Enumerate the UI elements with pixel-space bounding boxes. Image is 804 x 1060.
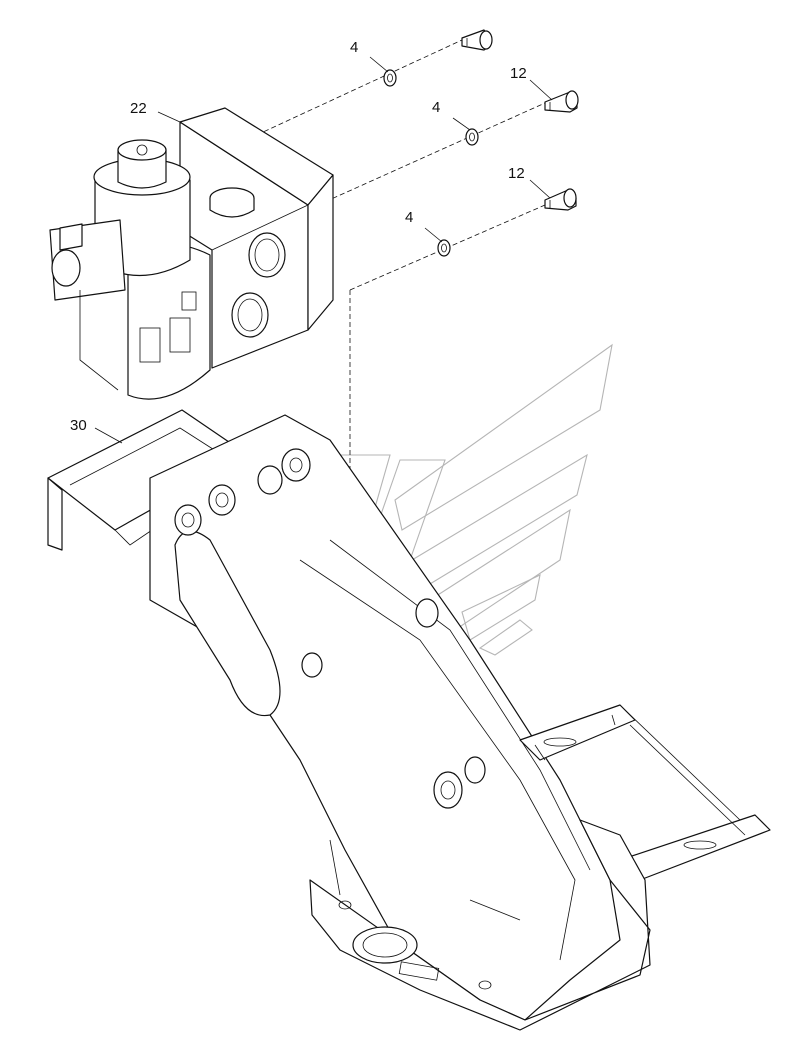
callout-label-12-lower: 12	[508, 165, 525, 182]
callout-leaders	[94, 56, 553, 444]
washer-middle	[465, 128, 479, 146]
washer-lower	[437, 239, 451, 257]
bolt-upper-right	[544, 90, 579, 113]
callout-label-4-lower: 4	[405, 209, 413, 226]
boom-frame	[47, 409, 771, 1031]
callout-labels: 4 12 4 12 4 22 30	[70, 39, 527, 434]
callout-label-4-middle: 4	[432, 99, 440, 116]
bolt-upper-left	[461, 29, 493, 51]
callout-label-12-upper: 12	[510, 65, 527, 82]
callout-label-30: 30	[70, 417, 87, 434]
valve-block	[49, 107, 334, 400]
callout-label-4-upper: 4	[350, 39, 358, 56]
callout-label-22: 22	[130, 100, 147, 117]
bolt-lower-right	[544, 188, 577, 211]
washer-upper	[383, 69, 397, 87]
